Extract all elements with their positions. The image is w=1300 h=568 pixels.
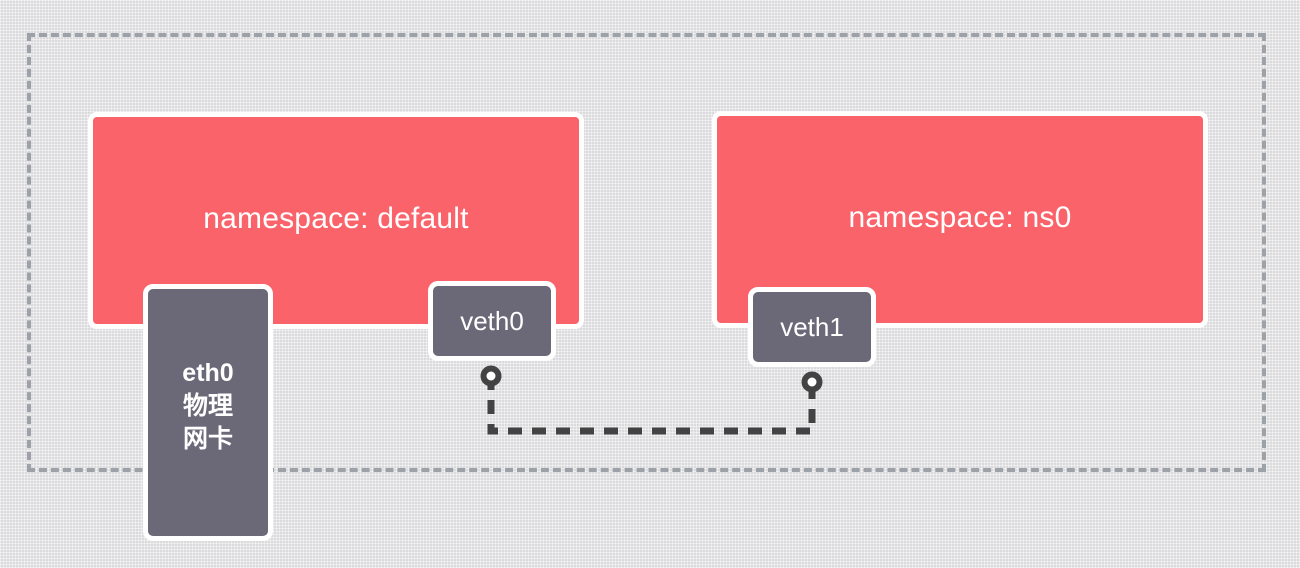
namespace-label-ns0: namespace: ns0 bbox=[848, 200, 1072, 234]
namespace-label-default: namespace: default bbox=[203, 201, 469, 235]
interface-label-veth1: veth1 bbox=[780, 311, 844, 342]
interface-box-veth1[interactable]: veth1 bbox=[748, 287, 876, 367]
interface-box-veth0[interactable]: veth0 bbox=[428, 281, 556, 361]
interface-label-eth0: eth0 物理 网卡 bbox=[182, 359, 234, 453]
namespace-box-ns0[interactable]: namespace: ns0 bbox=[712, 111, 1208, 328]
host-root-network-boundary bbox=[27, 33, 1266, 472]
interface-box-eth0[interactable]: eth0 物理 网卡 bbox=[143, 284, 273, 541]
interface-label-veth0: veth0 bbox=[460, 305, 524, 336]
